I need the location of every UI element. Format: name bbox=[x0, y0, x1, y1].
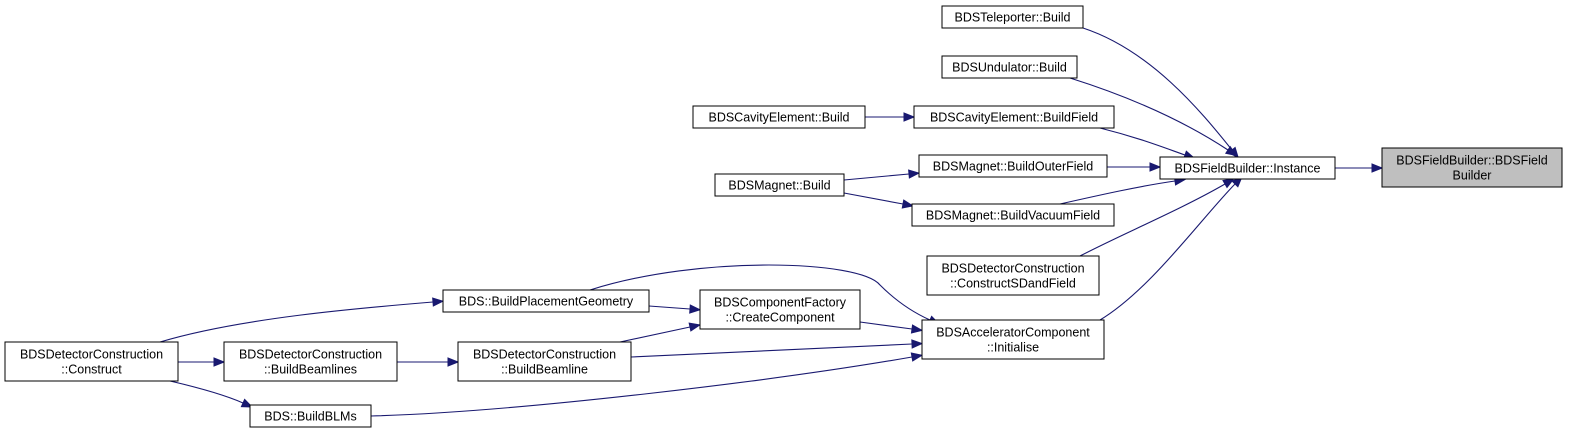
node-label: BDSCavityElement::Build bbox=[708, 111, 849, 125]
node-label: BDSUndulator::Build bbox=[952, 61, 1067, 75]
edge-placement-to-factory bbox=[648, 305, 691, 310]
node-magnetBuild[interactable]: BDSMagnet::Build bbox=[714, 173, 845, 197]
node-label: ::Construct bbox=[61, 363, 122, 377]
node-label: BDSComponentFactory bbox=[714, 296, 847, 310]
node-box bbox=[714, 173, 845, 197]
node-sdField[interactable]: BDSDetectorConstruction::ConstructSDandF… bbox=[926, 255, 1100, 296]
arrow-head-icon bbox=[688, 322, 702, 332]
edge-buildBeamline-to-accInit bbox=[630, 343, 913, 358]
edge-construct-to-placement bbox=[159, 301, 434, 343]
arrow-head-icon bbox=[911, 339, 924, 349]
node-label: BDSDetectorConstruction bbox=[239, 348, 382, 362]
node-box bbox=[918, 154, 1108, 178]
arrow-head-icon bbox=[908, 169, 921, 179]
node-label: BDSDetectorConstruction bbox=[473, 348, 616, 362]
arrow-head-icon bbox=[689, 304, 702, 314]
node-box bbox=[1381, 147, 1563, 188]
edge-magnetVacuum-to-instance bbox=[1059, 180, 1176, 205]
node-label: BDS::BuildBLMs bbox=[264, 410, 356, 424]
node-buildBeamlines[interactable]: BDSDetectorConstruction::BuildBeamlines bbox=[223, 341, 398, 382]
node-construct[interactable]: BDSDetectorConstruction::Construct bbox=[4, 341, 179, 382]
arrow-head-icon bbox=[447, 357, 460, 367]
edge-magnetBuild-to-magnetOuter bbox=[843, 173, 910, 181]
node-cavityBuildField[interactable]: BDSCavityElement::BuildField bbox=[913, 105, 1115, 129]
node-box bbox=[913, 105, 1115, 129]
node-accInit[interactable]: BDSAcceleratorComponent::Initialise bbox=[921, 319, 1105, 360]
node-box bbox=[941, 55, 1078, 79]
node-instance[interactable]: BDSFieldBuilder::Instance bbox=[1159, 156, 1336, 180]
node-box bbox=[926, 255, 1100, 296]
edge-sdField-to-instance bbox=[1079, 183, 1226, 257]
arrow-head-icon bbox=[901, 199, 915, 209]
arrow-head-icon bbox=[1371, 163, 1384, 173]
edge-cavityBuildField-to-instance bbox=[1099, 127, 1186, 156]
node-label: BDSDetectorConstruction bbox=[941, 262, 1084, 276]
node-teleporter[interactable]: BDSTeleporter::Build bbox=[941, 5, 1084, 29]
node-label: BDSCavityElement::BuildField bbox=[930, 111, 1098, 125]
node-label: ::CreateComponent bbox=[725, 311, 835, 325]
node-buildBeamline[interactable]: BDSDetectorConstruction::BuildBeamline bbox=[457, 341, 632, 382]
node-box bbox=[911, 203, 1115, 227]
node-magnetOuter[interactable]: BDSMagnet::BuildOuterField bbox=[918, 154, 1108, 178]
arrow-head-icon bbox=[1222, 178, 1235, 189]
node-box bbox=[941, 5, 1084, 29]
node-label: ::BuildBeamlines bbox=[264, 363, 357, 377]
node-label: ::BuildBeamline bbox=[501, 363, 588, 377]
edge-placement-to-accInit bbox=[589, 264, 931, 321]
node-box bbox=[223, 341, 398, 382]
node-cavityBuild[interactable]: BDSCavityElement::Build bbox=[692, 105, 866, 129]
node-focus[interactable]: BDSFieldBuilder::BDSFieldBuilder bbox=[1381, 147, 1563, 188]
node-undulator[interactable]: BDSUndulator::Build bbox=[941, 55, 1078, 79]
node-label: Builder bbox=[1453, 169, 1492, 183]
node-box bbox=[249, 404, 372, 428]
node-factory[interactable]: BDSComponentFactory::CreateComponent bbox=[699, 289, 861, 330]
edge-factory-to-accInit bbox=[859, 321, 913, 330]
arrow-head-icon bbox=[1149, 162, 1162, 172]
node-label: BDSMagnet::BuildOuterField bbox=[933, 160, 1094, 174]
arrow-head-icon bbox=[910, 324, 924, 334]
edge-magnetBuild-to-magnetVacuum bbox=[843, 192, 904, 205]
node-label: BDSMagnet::BuildVacuumField bbox=[926, 209, 1100, 223]
node-label: BDS::BuildPlacementGeometry bbox=[459, 295, 634, 309]
arrow-head-icon bbox=[432, 297, 445, 307]
node-label: ::Initialise bbox=[987, 341, 1039, 355]
node-label: BDSMagnet::Build bbox=[728, 179, 830, 193]
edge-accInit-to-instance bbox=[1099, 183, 1236, 321]
edge-undulator-to-instance bbox=[1069, 77, 1229, 151]
arrow-head-icon bbox=[910, 352, 924, 362]
node-label: BDSAcceleratorComponent bbox=[936, 326, 1090, 340]
edge-teleporter-to-instance bbox=[1082, 27, 1233, 151]
node-label: BDSDetectorConstruction bbox=[20, 348, 163, 362]
edge-buildBeamline-to-factory bbox=[619, 326, 691, 343]
edge-blms-to-accInit bbox=[370, 356, 913, 417]
node-box bbox=[4, 341, 179, 382]
node-label: BDSFieldBuilder::BDSField bbox=[1396, 154, 1547, 168]
node-label: ::ConstructSDandField bbox=[950, 277, 1076, 291]
nodes-layer: BDSFieldBuilder::BDSFieldBuilderBDSField… bbox=[4, 5, 1563, 428]
node-box bbox=[1159, 156, 1336, 180]
arrow-head-icon bbox=[1224, 145, 1238, 157]
node-box bbox=[699, 289, 861, 330]
arrow-head-icon bbox=[213, 357, 226, 367]
node-box bbox=[442, 289, 650, 313]
node-placement[interactable]: BDS::BuildPlacementGeometry bbox=[442, 289, 650, 313]
node-blms[interactable]: BDS::BuildBLMs bbox=[249, 404, 372, 428]
node-box bbox=[921, 319, 1105, 360]
node-box bbox=[692, 105, 866, 129]
arrow-head-icon bbox=[903, 112, 916, 122]
node-box bbox=[457, 341, 632, 382]
node-magnetVacuum[interactable]: BDSMagnet::BuildVacuumField bbox=[911, 203, 1115, 227]
node-label: BDSTeleporter::Build bbox=[954, 11, 1070, 25]
arrow-head-icon bbox=[240, 398, 254, 408]
node-label: BDSFieldBuilder::Instance bbox=[1175, 162, 1321, 176]
edge-construct-to-blms bbox=[169, 380, 244, 404]
